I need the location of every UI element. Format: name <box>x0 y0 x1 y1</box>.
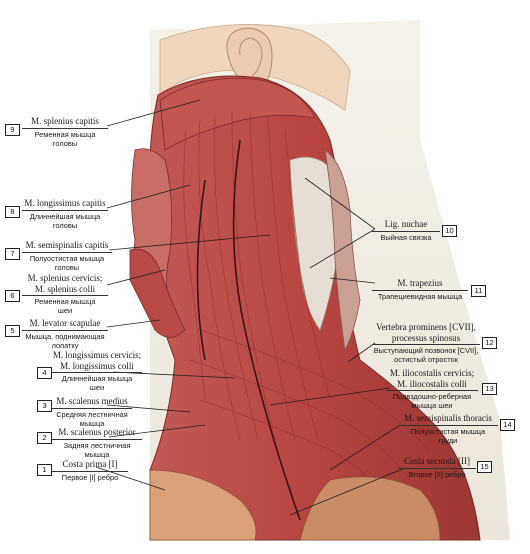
label-4-lat-1: M. longissimus cervicis; <box>52 350 142 360</box>
label-9-lat: M. splenius capitis <box>31 116 99 126</box>
label-5-ru-2: лопатку <box>51 340 79 350</box>
label-7-ru-2: головы <box>54 262 80 272</box>
label-6-ru-1: Ременная мышца <box>34 297 96 306</box>
badge-4: 4 <box>37 367 52 379</box>
muscle-grooves <box>196 139 301 521</box>
label-7: M. semispinalis capitis Полуостистая мыш… <box>22 240 112 272</box>
label-1-ru-1: Первое [I] ребро <box>61 472 119 482</box>
label-12: Vertebra prominens [CVII], processus spi… <box>372 322 480 364</box>
label-13-lat-2: M. iliocostalis colli <box>397 378 467 389</box>
badge-11: 11 <box>471 285 486 297</box>
splenius-capitis-shape <box>159 77 316 151</box>
label-14-lat: M. semispinalis thoracis <box>404 413 492 423</box>
label-15: Costa secunda [II] Второе [II] ребро <box>398 456 476 479</box>
label-10-lat: Lig. nuchae <box>384 219 428 229</box>
label-13-ru-1: Подвздошно-реберная <box>392 392 472 401</box>
label-4: M. longissimus cervicis; M. longissimus … <box>52 350 142 392</box>
label-11-lat: M. trapezius <box>397 278 443 288</box>
label-2-ru-1: Задняя лестничная <box>63 440 131 450</box>
badge-5: 5 <box>5 325 20 337</box>
badge-10: 10 <box>442 225 457 237</box>
label-9: M. splenius capitis Ременная мышца голов… <box>22 116 108 148</box>
label-6-lat-1: M. splenius cervicis; <box>27 273 103 283</box>
badge-12: 12 <box>482 337 497 349</box>
label-7-ru-1: Полуостистая мышца <box>29 253 105 263</box>
badge-3: 3 <box>37 400 52 412</box>
label-12-ru-2: остистый отросток <box>394 355 458 364</box>
badge-7: 7 <box>5 248 20 260</box>
label-7-lat: M. semispinalis capitis <box>25 240 109 250</box>
label-8-ru-1: Длиннейшая мышца <box>29 211 101 221</box>
badge-9: 9 <box>5 124 20 136</box>
label-3-lat: M. scalenus medius <box>56 396 128 406</box>
badge-2: 2 <box>37 432 52 444</box>
label-2: M. scalenus posterior Задняя лестничная … <box>52 427 142 459</box>
badge-14: 14 <box>500 419 515 431</box>
label-8-lat: M. longissimus capitis <box>24 198 106 208</box>
label-13: M. iliocostalis cervicis; M. iliocostali… <box>386 368 478 410</box>
label-6-lat-2: M. splenius colli <box>34 283 96 294</box>
label-6-ru-2: шеи <box>57 306 73 315</box>
label-2-lat: M. scalenus posterior <box>58 427 136 437</box>
label-1: Costa prima [I] Первое [I] ребро <box>52 459 128 482</box>
label-14-ru-2: груди <box>438 435 458 445</box>
label-9-ru-2: головы <box>52 138 78 148</box>
label-12-lat-2: processus spinosus <box>391 332 461 343</box>
label-15-ru-1: Второе [II] ребро <box>408 469 466 479</box>
label-10: Lig. nuchae Выйная связка <box>372 219 440 242</box>
label-13-lat-1: M. iliocostalis cervicis; <box>389 368 475 378</box>
label-15-lat: Costa secunda [II] <box>404 456 470 466</box>
badge-15: 15 <box>477 461 492 473</box>
label-4-ru-1: Длиннейшая мышца <box>61 374 133 383</box>
label-5-lat: M. levator scapulae <box>29 318 101 328</box>
label-5: M. levator scapulae Мышца, поднимающая л… <box>22 318 108 350</box>
label-11: M. trapezius Трапециевидная мышца <box>372 278 468 301</box>
levator-bundle <box>129 248 186 338</box>
label-8: M. longissimus capitis Длиннейшая мышца … <box>22 198 108 230</box>
label-4-lat-2: M. longissimus colli <box>60 360 134 371</box>
trapezius-edge <box>324 149 361 352</box>
label-5-ru-1: Мышца, поднимающая <box>25 331 105 341</box>
label-9-ru-1: Ременная мышца <box>34 129 96 139</box>
label-13-ru-2: мышца шеи <box>411 401 453 410</box>
badge-13: 13 <box>482 383 497 395</box>
label-6: M. splenius cervicis; M. splenius colli … <box>22 273 108 315</box>
label-12-ru-1: Выступающий позвонок [CVII], <box>373 346 479 355</box>
label-1-lat: Costa prima [I] <box>62 459 118 469</box>
label-14: M. semispinalis thoracis Полуостистая мы… <box>398 413 498 445</box>
label-3-ru-1: Средняя лестничная <box>56 409 128 419</box>
ear-inner <box>239 37 263 77</box>
label-11-ru-1: Трапециевидная мышца <box>377 291 463 301</box>
label-10-ru-1: Выйная связка <box>380 232 432 242</box>
badge-8: 8 <box>5 206 20 218</box>
badge-1: 1 <box>37 464 52 476</box>
label-4-ru-2: шеи <box>89 383 105 392</box>
label-2-ru-2: мышца <box>84 449 110 459</box>
first-rib <box>149 469 257 541</box>
label-14-ru-1: Полуостистая мышца <box>410 426 486 436</box>
label-8-ru-2: головы <box>52 220 78 230</box>
label-12-lat-1: Vertebra prominens [CVII], <box>376 322 476 332</box>
label-3-ru-2: мышца <box>79 418 105 428</box>
label-3: M. scalenus medius Средняя лестничная мы… <box>52 396 132 428</box>
badge-6: 6 <box>5 290 20 302</box>
